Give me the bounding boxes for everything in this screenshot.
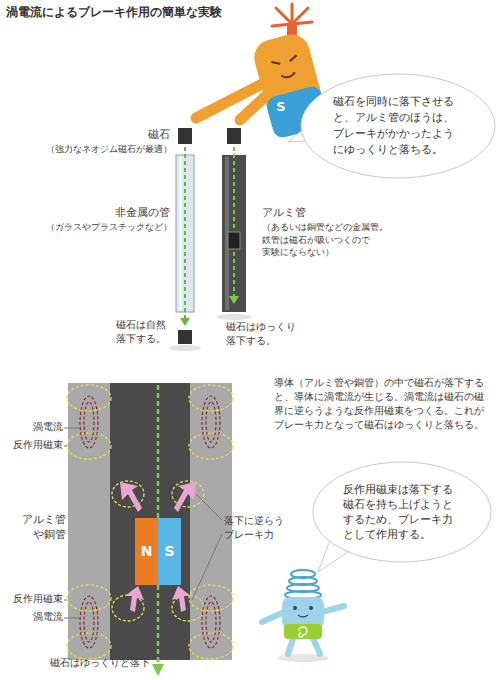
part-label: 渦電流 bbox=[13, 420, 63, 434]
brake-force-arrow bbox=[120, 482, 196, 612]
magnet bbox=[228, 232, 240, 249]
explanation: 導体（アルミ管や銅管）の中で磁石が落下する と、導体に渦電流が生じる。渦電流は磁… bbox=[274, 376, 496, 432]
result-label: 磁石はゆっくり 落下する。 bbox=[226, 320, 304, 348]
bubble-outline bbox=[312, 461, 492, 563]
leader-line bbox=[64, 428, 222, 618]
eddy-current bbox=[80, 396, 220, 648]
bubble-outline bbox=[300, 73, 496, 179]
shirt-letter: S bbox=[273, 98, 289, 116]
result-label: 磁石は自然 落下する。 bbox=[116, 318, 174, 346]
pole-letter: N bbox=[141, 541, 153, 561]
tube-highlight bbox=[179, 157, 182, 310]
pole-letter: S bbox=[164, 541, 174, 561]
shadow bbox=[169, 345, 201, 351]
part-label: アルミ管 bbox=[262, 205, 342, 220]
part-label: 反作用磁束 bbox=[1, 592, 63, 606]
part-label: 落下に逆らう ブレーキ力 bbox=[224, 514, 294, 542]
fall-arrow bbox=[233, 252, 235, 296]
shadow bbox=[216, 314, 252, 320]
part-label: 渦電流 bbox=[13, 610, 63, 624]
part-label: 磁石はゆっくりと落下 bbox=[20, 656, 150, 670]
arrow-head bbox=[152, 664, 164, 676]
note: （あるいは銅管などの金属管。 鉄管は磁石が吸いつくので 実験にならない） bbox=[262, 221, 396, 259]
fall-arrow bbox=[233, 147, 235, 228]
bubble-shape bbox=[301, 74, 495, 178]
part-label: 反作用磁束 bbox=[1, 438, 63, 452]
reaction-flux bbox=[67, 385, 233, 659]
speech-bubble: 反作用磁束は落下する 磁石を持ち上げようと するため、ブレーキ力 として作用する… bbox=[312, 461, 492, 563]
part-label: アルミ管 や銅管 bbox=[14, 512, 66, 541]
part-label: 磁石 bbox=[100, 127, 170, 142]
magnet bbox=[227, 128, 241, 144]
magnet bbox=[178, 330, 192, 344]
mascot bbox=[262, 570, 344, 662]
magnet bbox=[178, 128, 192, 144]
magnet-pole: N bbox=[135, 518, 158, 585]
fall-arrow bbox=[184, 147, 186, 318]
note: （ガラスやプラスチックなど） bbox=[22, 221, 172, 234]
bubble-shape bbox=[313, 462, 491, 562]
speech-bubble: 磁石を同時に落下させる と、アルミ管のほうは、 ブレーキがかかったよう にゆっく… bbox=[300, 73, 496, 179]
arrow-head bbox=[180, 318, 190, 326]
title: 渦電流によるブレーキ作用の簡単な実験 bbox=[6, 4, 222, 21]
arrow-head bbox=[229, 296, 239, 304]
bubble-text: 反作用磁束は落下する 磁石を持ち上げようと するため、ブレーキ力 として作用する… bbox=[343, 482, 461, 543]
part-label: 非金属の管 bbox=[90, 205, 170, 220]
magnet-pole: S bbox=[158, 518, 181, 585]
note: （強力なネオジム磁石が最適） bbox=[22, 143, 172, 156]
bubble-text: 磁石を同時に落下させる と、アルミ管のほうは、 ブレーキがかかったよう にゆっく… bbox=[333, 94, 463, 158]
